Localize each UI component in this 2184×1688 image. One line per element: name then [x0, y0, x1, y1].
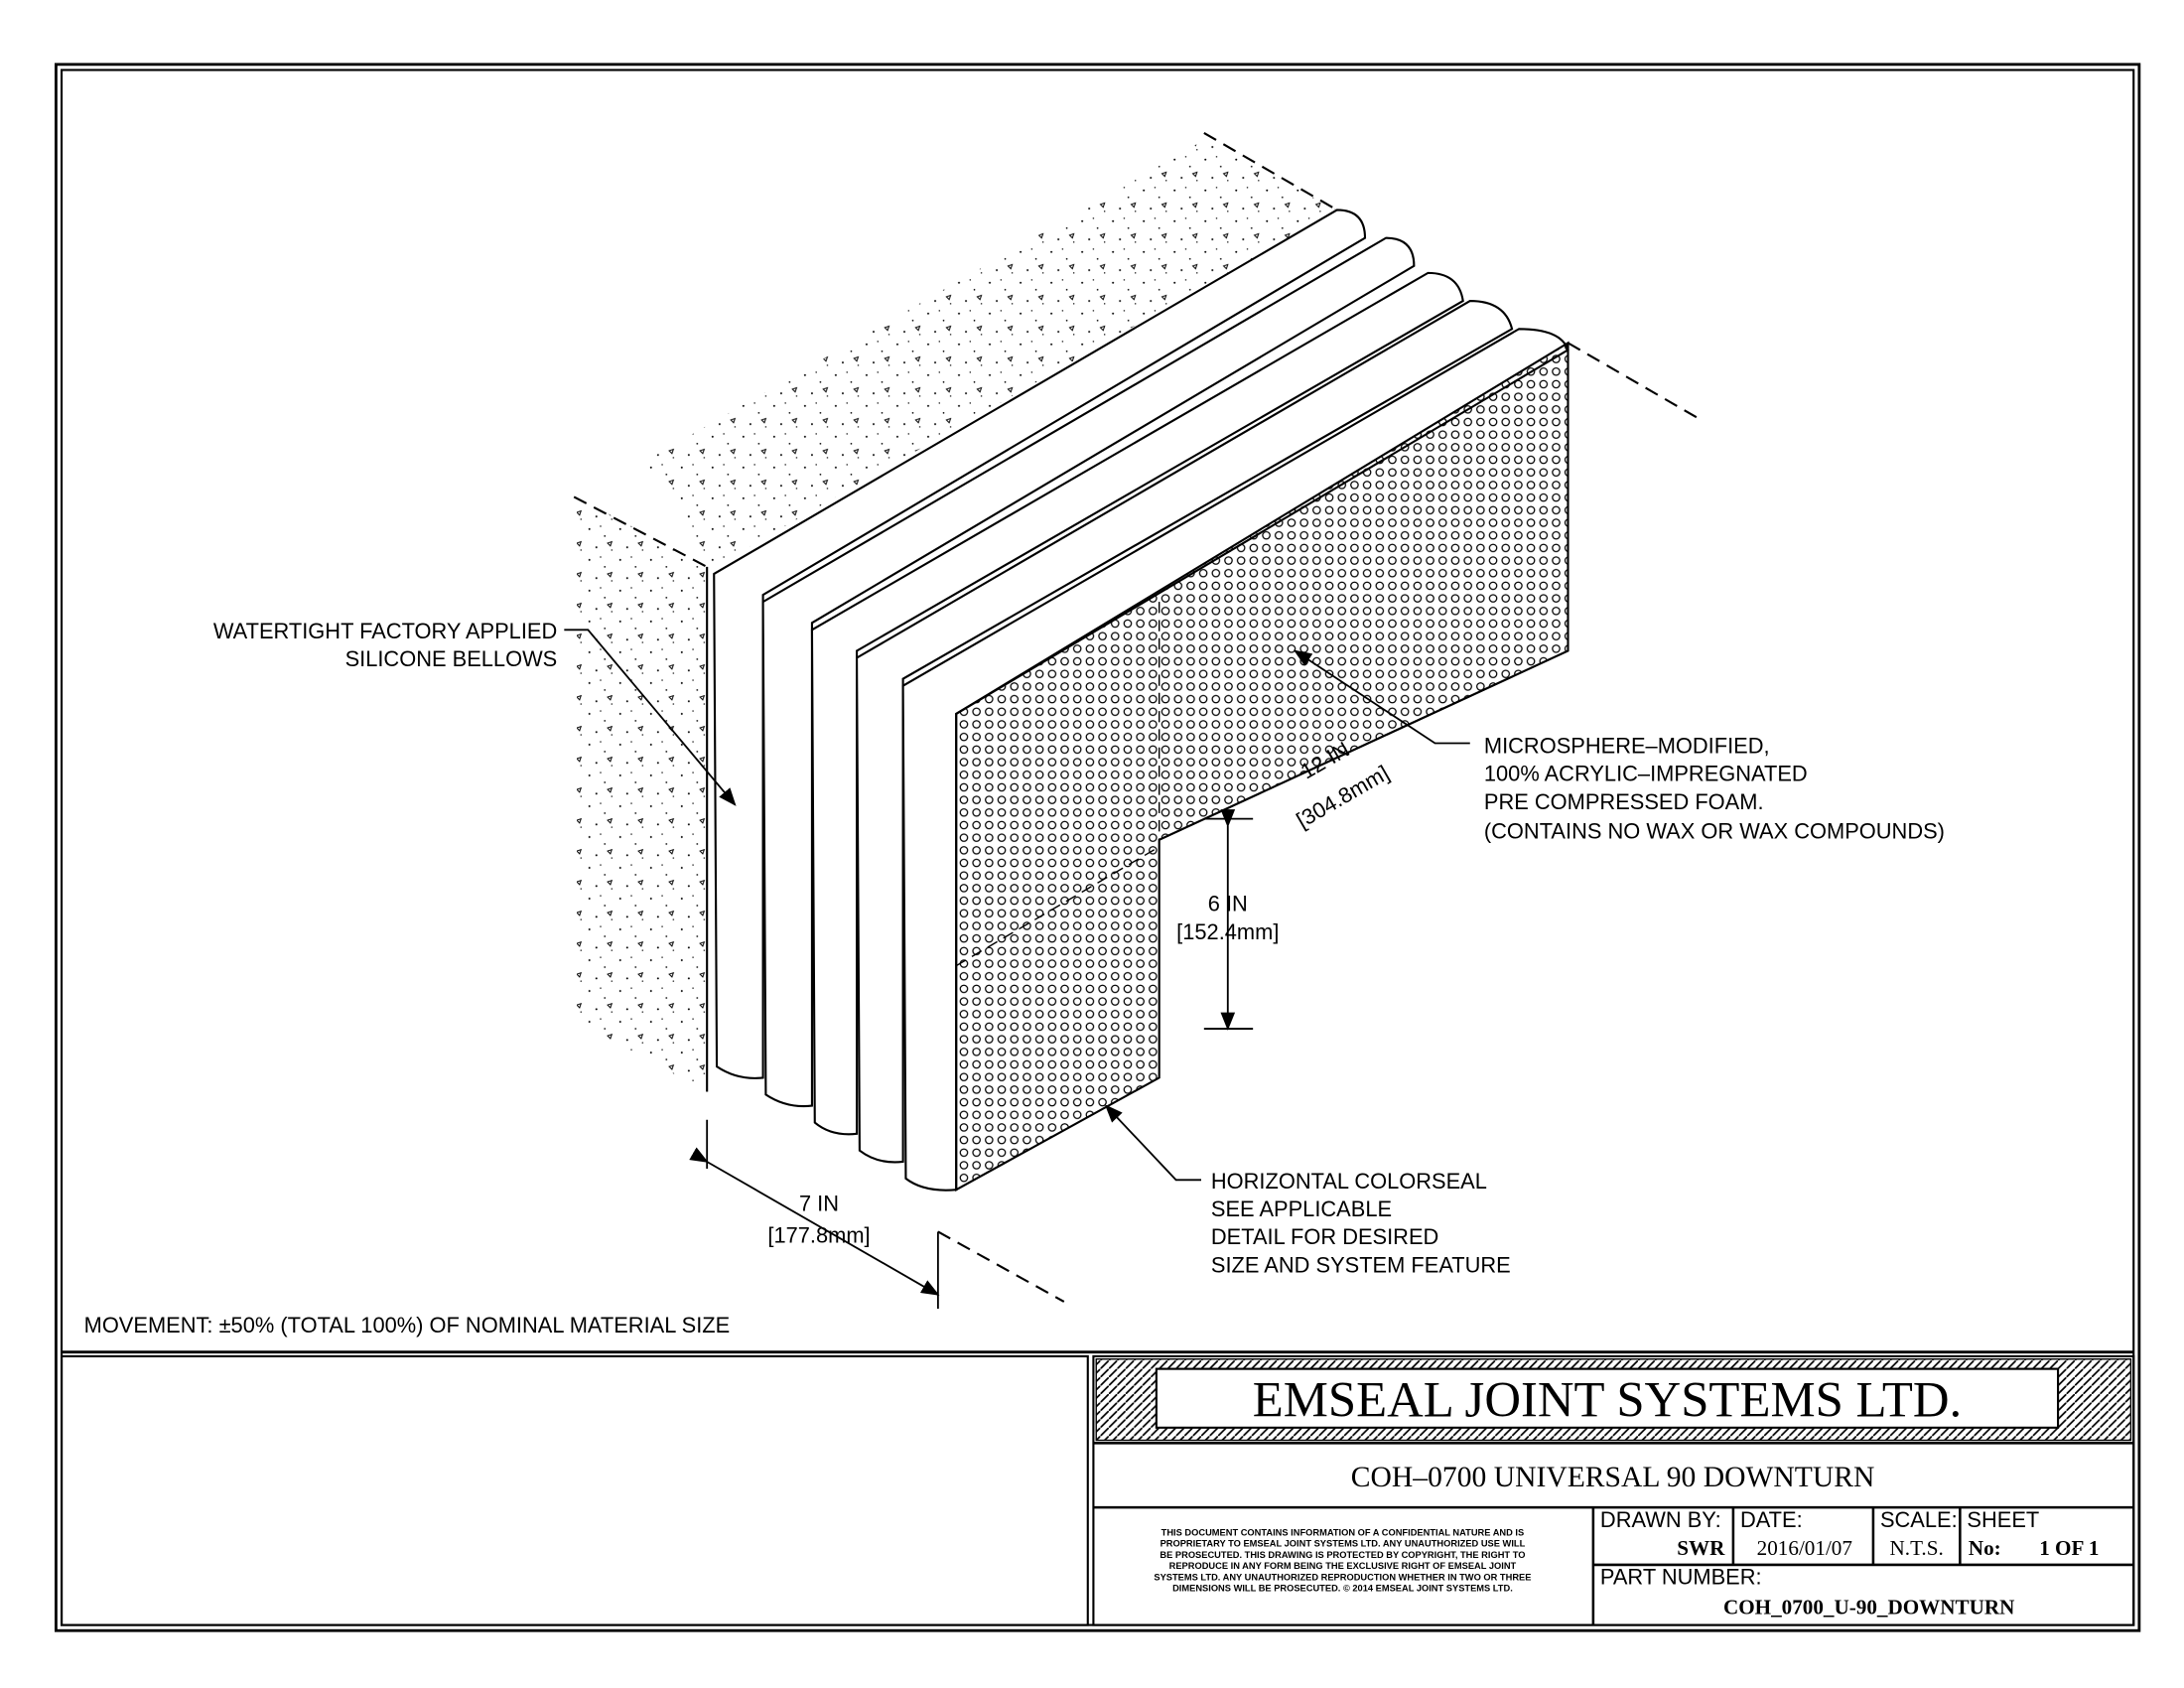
title-block — [60, 1350, 2135, 1626]
part-number-value: COH_0700_U-90_DOWNTURN — [1723, 1595, 2014, 1618]
colorseal-label-line1: HORIZONTAL COLORSEAL — [1211, 1169, 1487, 1194]
svg-text:DIMENSIONS WILL BE PROSECUTED.: DIMENSIONS WILL BE PROSECUTED. © 2014 EM… — [1172, 1584, 1513, 1594]
sheet-no-label: No: — [1969, 1536, 2001, 1560]
foam-label-line1: MICROSPHERE–MODIFIED, — [1484, 733, 1770, 758]
drawn-by-label: DRAWN BY: — [1600, 1507, 1721, 1532]
colorseal-label-line4: SIZE AND SYSTEM FEATURE — [1211, 1252, 1511, 1277]
leader-lines — [564, 629, 1470, 1182]
foam-label-line3: PRE COMPRESSED FOAM. — [1484, 789, 1764, 814]
confidentiality-notice: THIS DOCUMENT CONTAINS INFORMATION OF A … — [1154, 1527, 1531, 1593]
svg-text:BE PROSECUTED. THIS DRAWING IS: BE PROSECUTED. THIS DRAWING IS PROTECTED… — [1160, 1550, 1525, 1560]
sheet-value: 1 OF 1 — [2039, 1536, 2099, 1560]
svg-text:THIS DOCUMENT CONTAINS INFORMA: THIS DOCUMENT CONTAINS INFORMATION OF A … — [1161, 1527, 1525, 1537]
dim-width-metric: [177.8mm] — [767, 1223, 870, 1248]
dimension-lines — [689, 649, 1569, 1309]
scale-value: N.T.S. — [1890, 1536, 1944, 1560]
part-number-label: PART NUMBER: — [1600, 1565, 1762, 1590]
movement-note: MOVEMENT: ±50% (TOTAL 100%) OF NOMINAL M… — [84, 1313, 731, 1337]
bellows-label-line1: WATERTIGHT FACTORY APPLIED — [213, 619, 557, 643]
svg-text:PROPRIETARY TO EMSEAL JOINT SY: PROPRIETARY TO EMSEAL JOINT SYSTEMS LTD.… — [1160, 1539, 1526, 1549]
drawing-title: COH–0700 UNIVERSAL 90 DOWNTURN — [1351, 1462, 1875, 1493]
dim-height-value: 6 IN — [1208, 892, 1248, 916]
sheet-label: SHEET — [1967, 1507, 2039, 1532]
outer-border — [55, 63, 2141, 1632]
date-value: 2016/01/07 — [1757, 1536, 1852, 1560]
svg-text:REPRODUCE IN ANY FORM BEING TH: REPRODUCE IN ANY FORM BEING THE EXCLUSIV… — [1169, 1561, 1517, 1571]
concrete-substrate — [573, 131, 1338, 1092]
foam-label-line4: (CONTAINS NO WAX OR WAX COMPOUNDS) — [1484, 818, 1945, 843]
drawn-by-value: SWR — [1677, 1536, 1725, 1560]
svg-text:SYSTEMS LTD. ANY UNAUTHORIZED: SYSTEMS LTD. ANY UNAUTHORIZED REPRODUCTI… — [1154, 1572, 1531, 1582]
dim-height-metric: [152.4mm] — [1176, 919, 1279, 944]
company-name: EMSEAL JOINT SYSTEMS LTD. — [1253, 1372, 1963, 1428]
colorseal-label-line3: DETAIL FOR DESIRED — [1211, 1224, 1438, 1249]
colorseal-label-line2: SEE APPLICABLE — [1211, 1196, 1392, 1221]
precompressed-foam — [937, 341, 1702, 1303]
foam-label-line2: 100% ACRYLIC–IMPREGNATED — [1484, 762, 1808, 786]
scale-label: SCALE: — [1880, 1507, 1958, 1532]
dim-width-value: 7 IN — [799, 1191, 839, 1215]
bellows-label-line2: SILICONE BELLOWS — [345, 646, 558, 671]
date-label: DATE: — [1740, 1507, 1803, 1532]
